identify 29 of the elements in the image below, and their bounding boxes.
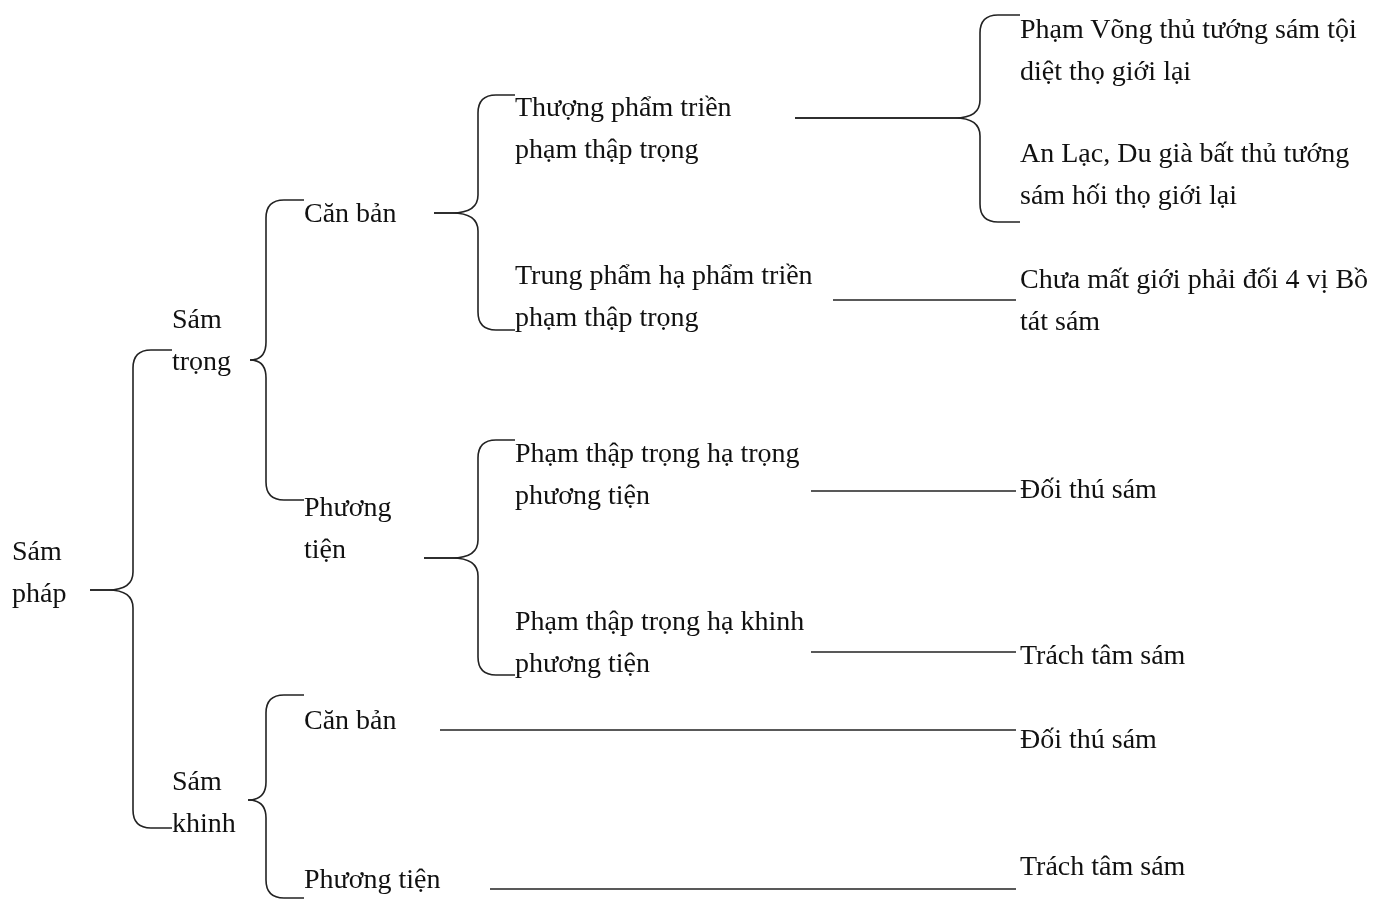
tree-label: Sám trọng [172,298,250,382]
connector-line [832,299,1017,301]
tree-label: Trách tâm sám [1020,634,1250,676]
tree-label: Căn bản [304,699,434,741]
tree-label: Đối thú sám [1020,468,1220,510]
brace-connector [89,589,173,829]
brace-connector [249,359,305,501]
connector-line [489,888,1017,890]
tree-label: Sám khinh [172,760,248,844]
tree-label: Chưa mất giới phải đối 4 vị Bồ tát sám [1020,258,1382,342]
tree-label: Phạm Võng thủ tướng sám tội diệt thọ giới lại [1020,8,1360,92]
tree-label: Phương tiện [304,858,484,900]
tree-label: Trung phẩm hạ phẩm triền phạm thập trọng [515,254,827,338]
tree-label: Thượng phẩm triền phạm thập trọng [515,86,795,170]
brace-connector [794,117,1021,223]
connector-line [810,651,1017,653]
tree-label: Trách tâm sám [1020,845,1250,887]
brace-connector [423,557,516,676]
connector-line [810,490,1017,492]
tree-label: Sám pháp [12,530,90,614]
tree-label: Đối thú sám [1020,718,1220,760]
tree-label: Phạm thập trọng hạ khinh phương tiện [515,600,805,684]
connector-line [439,729,1017,731]
brace-connector [247,799,305,899]
tree-label: Phạm thập trọng hạ trọng phương tiện [515,432,805,516]
tree-label: Căn bản [304,192,434,234]
tree-label: Phương tiện [304,486,424,570]
tree-label: An Lạc, Du già bất thủ tướng sám hối thọ giới lại [1020,132,1368,216]
brace-connector [433,212,516,331]
